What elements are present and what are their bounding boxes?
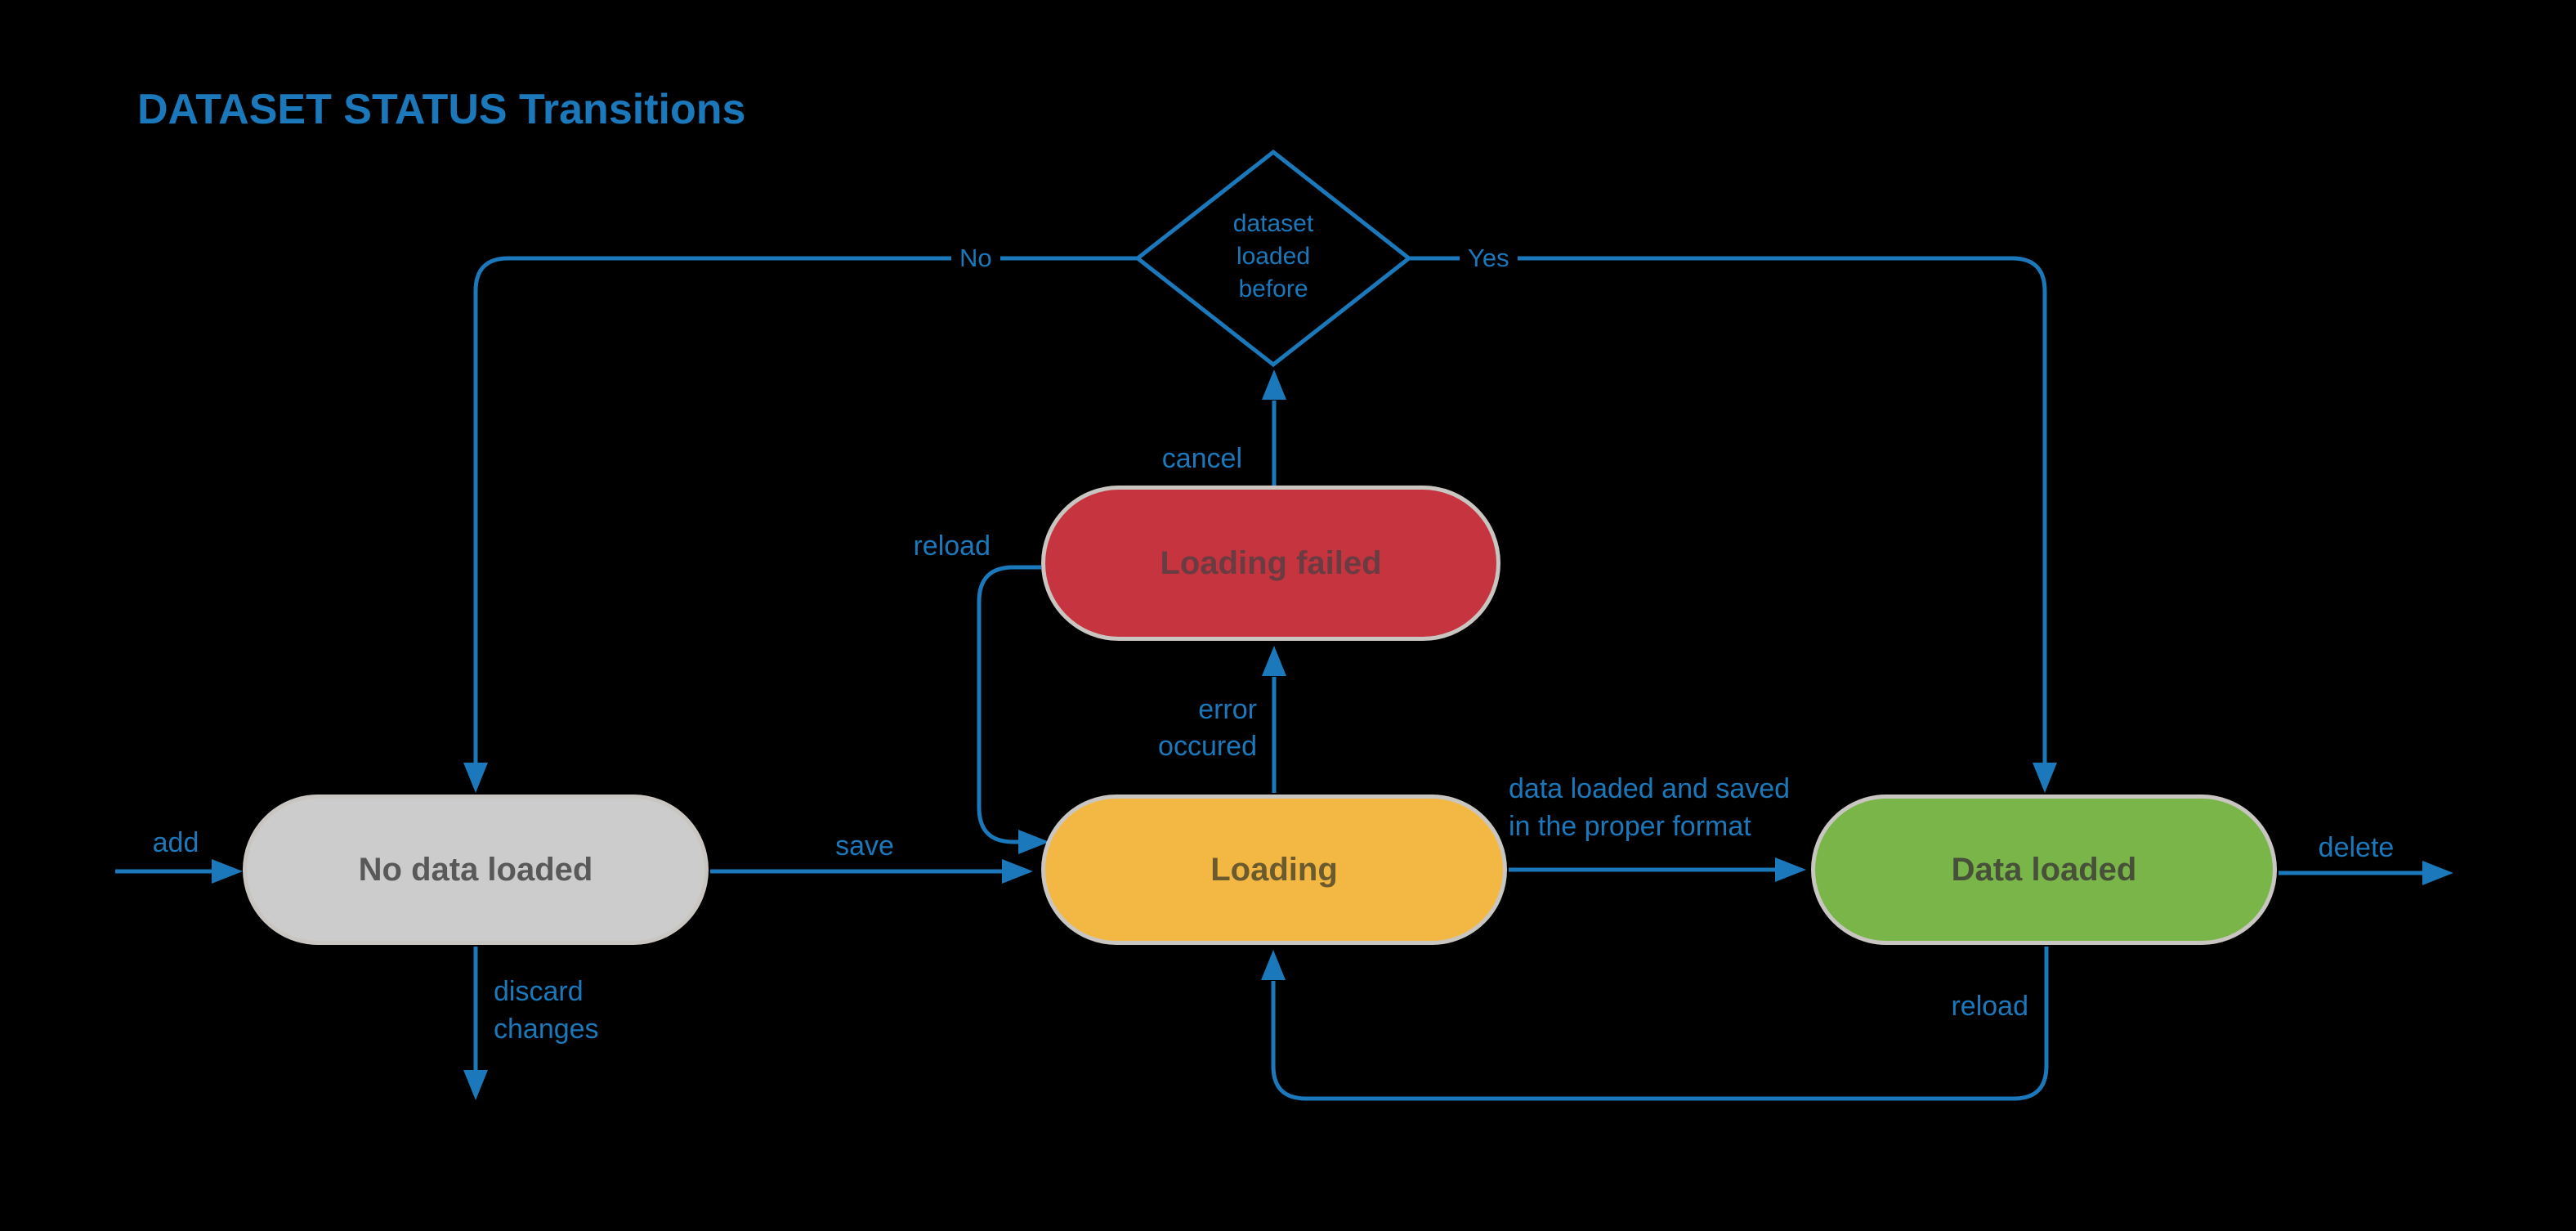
edge-no-branch bbox=[463, 256, 1138, 793]
edge-yes-arrowhead bbox=[2033, 763, 2057, 793]
edge-delete-arrowhead bbox=[2422, 861, 2453, 885]
state-loading-failed-label: Loading failed bbox=[1160, 544, 1382, 581]
state-loading: Loading bbox=[1041, 795, 1507, 945]
edge-label-delete: delete bbox=[2318, 832, 2395, 863]
edge-label-yes: Yes bbox=[1460, 243, 1518, 274]
diagram-title: DATASET STATUS Transitions bbox=[137, 86, 746, 133]
edge-add bbox=[115, 859, 243, 884]
edge-save-arrowhead bbox=[1002, 859, 1033, 884]
edge-add-arrowhead bbox=[212, 859, 243, 884]
edge-no-line bbox=[473, 256, 1138, 764]
edge-reload-loop bbox=[1261, 947, 2049, 1101]
edge-cancel-arrowhead bbox=[1262, 369, 1286, 400]
decision-label: dataset loaded before bbox=[1232, 210, 1314, 302]
edge-delete bbox=[2279, 861, 2453, 885]
state-no-data-loaded-label: No data loaded bbox=[358, 851, 593, 888]
edge-label-save: save bbox=[835, 830, 894, 862]
state-loading-failed: Loading failed bbox=[1041, 486, 1500, 641]
edge-discard-arrowhead bbox=[463, 1070, 488, 1100]
edge-label-data-saved: data loaded and saved in the proper form… bbox=[1509, 773, 1791, 842]
edge-no-arrowhead bbox=[463, 763, 488, 793]
edge-reload-loop-line bbox=[1271, 947, 2049, 1101]
edge-yes-branch bbox=[1409, 256, 2057, 793]
edge-data-saved bbox=[1509, 857, 1806, 882]
edge-data-saved-arrowhead bbox=[1775, 857, 1806, 882]
edge-error-arrowhead bbox=[1262, 646, 1286, 676]
edge-label-error-occured: error occured bbox=[1158, 694, 1257, 762]
edge-cancel bbox=[1262, 369, 1286, 487]
edge-label-reload-from-failed: reload bbox=[913, 530, 991, 562]
state-loading-label: Loading bbox=[1210, 851, 1338, 888]
edge-label-discard-changes: discard changes bbox=[494, 976, 599, 1045]
edge-label-reload-loop: reload bbox=[1951, 991, 2028, 1022]
edge-save bbox=[710, 859, 1033, 884]
state-data-loaded: Data loaded bbox=[1811, 795, 2277, 945]
edge-reload-from-failed bbox=[977, 565, 1049, 854]
edge-reload-loop-arrowhead bbox=[1261, 950, 1286, 980]
edge-yes-line bbox=[1409, 256, 2047, 764]
edge-label-cancel: cancel bbox=[1161, 443, 1242, 474]
edge-reload-from-failed-arrowhead bbox=[1018, 830, 1049, 854]
decision-diamond-shape bbox=[1134, 149, 1413, 368]
edge-label-add: add bbox=[152, 827, 199, 858]
edge-error-occured bbox=[1262, 646, 1286, 793]
state-data-loaded-label: Data loaded bbox=[1951, 851, 2137, 888]
edge-label-no: No bbox=[951, 243, 1000, 274]
edge-discard-changes bbox=[463, 947, 488, 1100]
decision-diamond bbox=[1134, 149, 1413, 368]
edge-reload-from-failed-line bbox=[977, 565, 1041, 844]
state-no-data-loaded: No data loaded bbox=[243, 795, 709, 945]
